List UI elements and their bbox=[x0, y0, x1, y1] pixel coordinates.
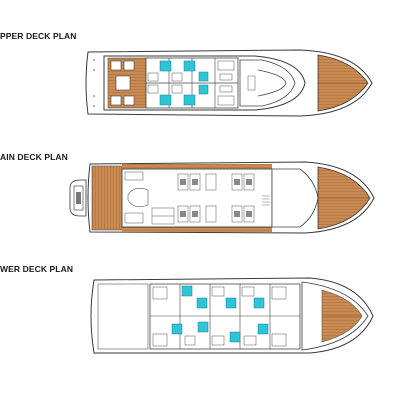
main-deck-plan bbox=[69, 161, 375, 234]
lower-deck-title: WER DECK PLAN bbox=[0, 264, 74, 274]
tender-boat bbox=[69, 179, 87, 217]
main-aft-deck bbox=[91, 165, 123, 231]
upper-bathroom bbox=[198, 84, 209, 95]
upper-bathroom bbox=[159, 60, 172, 72]
upper-bathroom bbox=[198, 71, 209, 82]
upper-bathroom bbox=[159, 94, 172, 106]
upper-bathroom bbox=[183, 94, 196, 106]
main-deck-title: AIN DECK PLAN bbox=[0, 152, 68, 162]
upper-wheelhouse bbox=[239, 59, 296, 107]
upper-deck-title: PPER DECK PLAN bbox=[0, 31, 77, 41]
lower-bathrooms bbox=[171, 285, 269, 343]
lower-deck-plan bbox=[90, 277, 374, 354]
engine-room bbox=[97, 283, 149, 350]
upper-bathroom bbox=[183, 60, 196, 72]
upper-deck-plan bbox=[85, 49, 373, 117]
